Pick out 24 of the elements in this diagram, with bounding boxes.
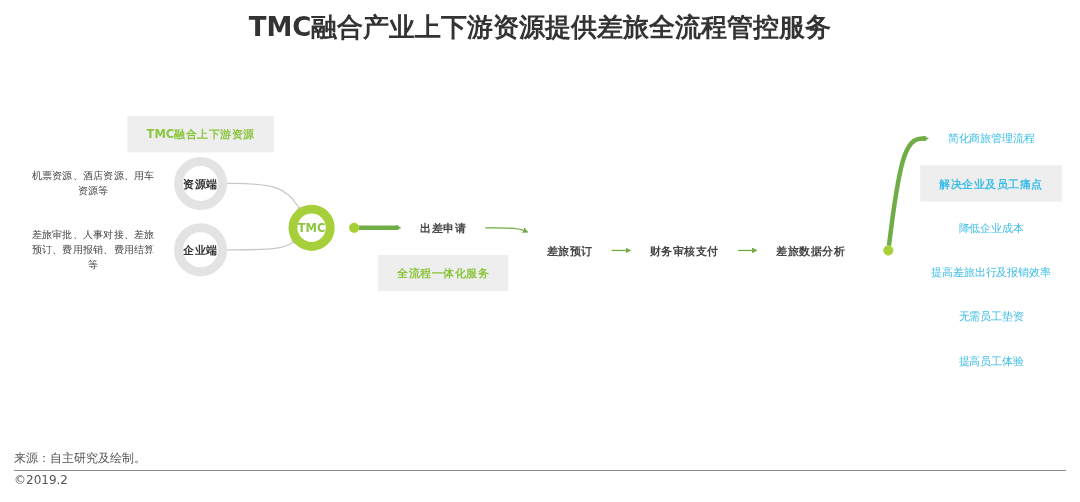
title: TMC融合产业上下游资源提供差旅全流程管控服务 [247, 11, 833, 44]
node-circle [349, 222, 360, 233]
arrow [886, 135, 929, 246]
node-text: 提高员工体验 [958, 354, 1024, 368]
node-circle: TMC [288, 204, 335, 251]
node-text: 无需员工垫资 [958, 310, 1024, 323]
node-text: 提高差旅出行及报销效率 [931, 265, 1051, 279]
source-note: 来源：自主研究及绘制。 [14, 451, 146, 465]
node-text: 简化商旅管理流程 [947, 131, 1035, 145]
node-text: 财务审核支付 [649, 243, 719, 258]
node-label: 机票资源、酒店资源、用车资源等 [31, 169, 155, 197]
arrow [611, 247, 632, 254]
node-label: 差旅审批、人事对接、差旅预订、费用报销、费用结算等 [31, 228, 155, 271]
arrow [484, 227, 529, 233]
copyright-note: ©2019.2 [14, 473, 69, 487]
node-circle: 资源端 [174, 156, 228, 210]
node-text: 差旅预订 [546, 243, 593, 258]
arrow [358, 224, 402, 231]
node-circle [883, 245, 894, 256]
node-circle: 企业端 [174, 223, 228, 277]
arrow [737, 247, 758, 254]
node-text: 降低企业成本 [958, 221, 1024, 235]
node-text: 出差申请 [420, 221, 467, 235]
node-text: 差旅数据分析 [776, 243, 846, 258]
